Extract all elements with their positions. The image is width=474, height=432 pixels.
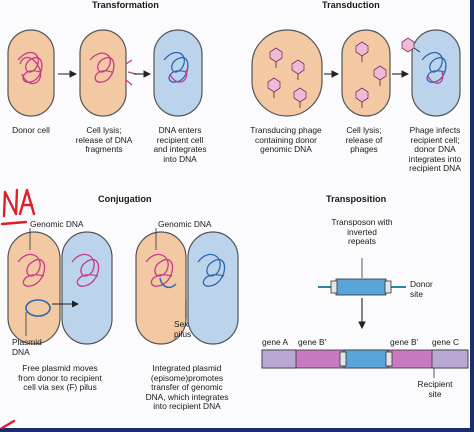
donor-genomic-dna-2 xyxy=(145,253,174,287)
handwritten-na-annotation xyxy=(0,188,36,430)
transduction-caption-3: Phage infects recipient cell; donor DNA … xyxy=(408,125,462,174)
phages-in-cell xyxy=(267,47,307,108)
transformation-panel xyxy=(7,29,203,117)
recipient-dna-transduction xyxy=(421,51,447,83)
genomic-dna-label-2: Genomic DNA xyxy=(158,219,212,229)
donor-site-label: Donor site xyxy=(410,279,433,299)
donor-cell xyxy=(7,29,55,117)
donor-genomic-dna-1 xyxy=(17,253,46,287)
gene-c-segment xyxy=(431,349,469,369)
inverted-repeat-left xyxy=(330,280,338,294)
gene-c-label: gene C xyxy=(432,337,460,347)
plasmid-dna-label: Plasmid DNA xyxy=(12,337,42,357)
recipient-cell-transformation xyxy=(153,29,203,117)
lysed-cell xyxy=(79,29,127,117)
transformation-caption-1: Donor cell xyxy=(12,125,50,135)
genomic-dna-label-1: Genomic DNA xyxy=(30,219,84,229)
phage-host-cell xyxy=(251,29,323,117)
conjugation-panel xyxy=(7,228,239,345)
conjugation-cell-2-recipient xyxy=(187,231,239,345)
gene-b2-label: gene B' xyxy=(390,337,419,347)
recipient-dna-tangle xyxy=(163,51,189,83)
transduction-caption-1: Transducing phage containing donor genom… xyxy=(250,125,322,155)
inserted-transposon xyxy=(343,349,389,369)
conjugation-caption-1: Free plasmid moves from donor to recipie… xyxy=(18,363,102,393)
recipient-genomic-dna-1 xyxy=(71,253,100,287)
conjugation-caption-2: Integrated plasmid (episome)promotes tra… xyxy=(145,363,229,412)
transposon-label: Transposon with inverted repeats xyxy=(331,217,393,247)
transposon-body xyxy=(335,278,387,296)
released-phages xyxy=(355,41,387,108)
transduction-title: Transduction xyxy=(322,0,380,10)
transformation-caption-3: DNA enters recipient cell and integrates… xyxy=(153,125,207,164)
recipient-genomic-dna-2 xyxy=(197,253,226,287)
inserted-repeat-left xyxy=(339,351,347,367)
infecting-phage xyxy=(401,37,421,53)
integrated-donor-dna xyxy=(427,71,444,84)
transformation-title: Transformation xyxy=(92,0,159,10)
transposition-title: Transposition xyxy=(326,194,387,204)
inserted-repeat-right xyxy=(385,351,393,367)
sex-pilus-label: Sex pilus xyxy=(174,319,192,339)
donor-dna-tangle xyxy=(17,51,43,85)
conjugation-title: Conjugation xyxy=(98,194,152,204)
transduction-panel xyxy=(251,29,461,117)
lysed-host-cell xyxy=(341,29,391,117)
recipient-site-label: Recipient site xyxy=(417,379,453,399)
gene-b-label: gene B' xyxy=(298,337,327,347)
conjugation-cell-1-recipient xyxy=(61,231,113,345)
plasmid-ring xyxy=(25,299,51,317)
conjugation-cell-1-donor xyxy=(7,231,61,345)
gene-a-segment xyxy=(261,349,297,369)
recipient-cell-transduction xyxy=(411,29,461,117)
transposition-panel xyxy=(261,258,469,378)
inverted-repeat-right xyxy=(384,280,392,294)
gene-a-label: gene A xyxy=(262,337,289,347)
integrated-plasmid-dna xyxy=(159,277,177,289)
transduction-caption-2: Cell lysis; release of phages xyxy=(345,125,383,155)
transformation-caption-2: Cell lysis; release of DNA fragments xyxy=(75,125,133,155)
